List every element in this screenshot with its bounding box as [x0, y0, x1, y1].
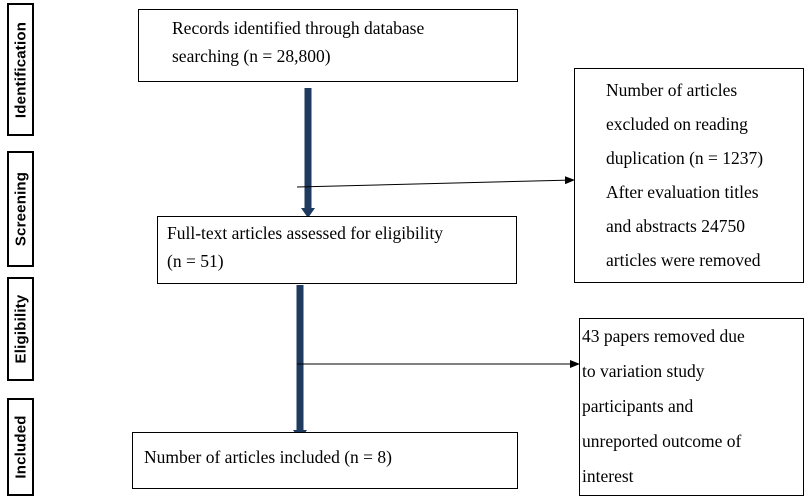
- articles-included-text: Number of articles included (n = 8): [144, 447, 392, 467]
- full-text-assessed-box: Full-text articles assessed for eligibil…: [157, 216, 517, 284]
- excluded-eligibility-text: 43 papers removed due to variation study…: [582, 326, 745, 486]
- records-identified-text: Records identified through database sear…: [172, 18, 425, 66]
- stage-eligibility: Eligibility: [7, 277, 34, 381]
- stage-included: Included: [7, 398, 34, 496]
- full-text-assessed-text: Full-text articles assessed for eligibil…: [167, 223, 444, 271]
- excluded-screening-text: Number of articles excluded on reading d…: [606, 80, 764, 270]
- articles-included-box: Number of articles included (n = 8): [132, 432, 518, 489]
- excluded-screening-box: Number of articles excluded on reading d…: [574, 68, 804, 283]
- excluded-eligibility-box: 43 papers removed due to variation study…: [579, 318, 804, 496]
- stage-screening: Screening: [7, 151, 34, 267]
- side-arrow-screening-exclusion: [296, 176, 575, 188]
- stage-identification: Identification: [7, 3, 34, 136]
- records-identified-box: Records identified through database sear…: [138, 9, 518, 82]
- main-arrowhead-1: [301, 208, 315, 218]
